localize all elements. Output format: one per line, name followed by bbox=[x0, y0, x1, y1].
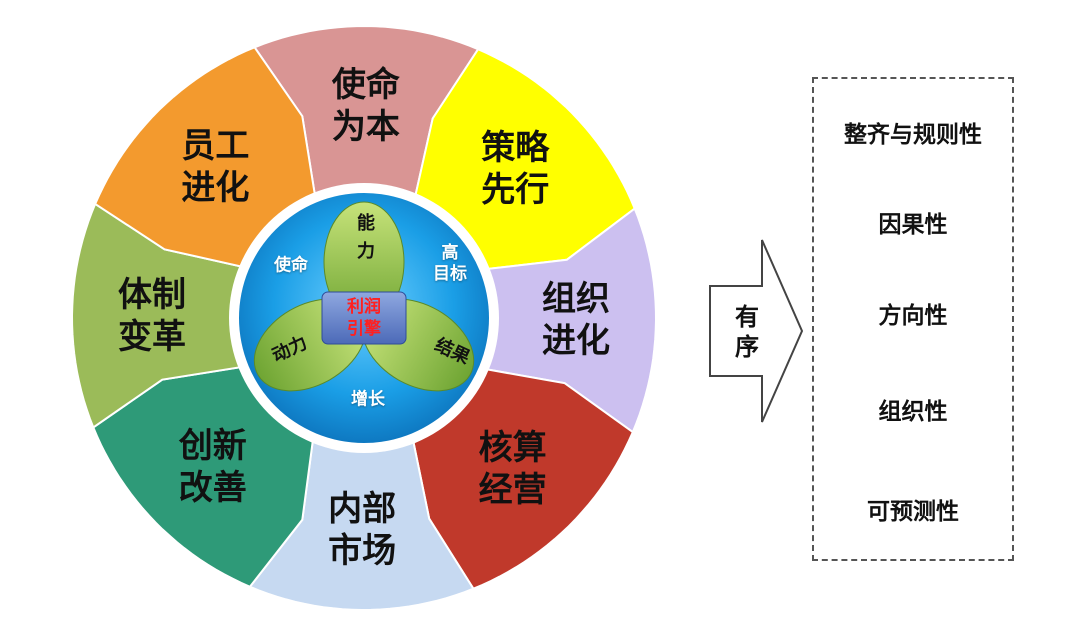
property-item: 方向性 bbox=[878, 303, 948, 329]
segment-label: 策略先行 bbox=[481, 128, 550, 211]
segment-label: 体制变革 bbox=[118, 275, 186, 358]
segment-label: 创新改善 bbox=[178, 425, 247, 508]
profit-engine-label: 利润引擎 bbox=[347, 297, 381, 339]
arrow-label: 有序 bbox=[735, 303, 759, 361]
arrow-shape bbox=[709, 239, 804, 423]
property-item: 可预测性 bbox=[867, 499, 959, 525]
petal-top-label: 能力 bbox=[357, 213, 375, 262]
high-goal-label: 高目标 bbox=[433, 243, 467, 284]
segment-label: 组织进化 bbox=[541, 278, 610, 361]
center-box bbox=[321, 291, 407, 345]
property-item: 组织性 bbox=[878, 399, 948, 425]
properties-box: 整齐与规则性因果性方向性组织性可预测性 bbox=[812, 77, 1014, 561]
property-item: 因果性 bbox=[878, 212, 948, 238]
segment-label: 使命为本 bbox=[331, 65, 400, 147]
property-item: 整齐与规则性 bbox=[844, 122, 982, 148]
growth-label: 增长 bbox=[351, 389, 385, 410]
wheel-diagram bbox=[70, 24, 658, 612]
segment-label: 员工进化 bbox=[181, 125, 250, 208]
segment-label: 核算经营 bbox=[478, 428, 547, 511]
segment-label: 内部市场 bbox=[328, 488, 397, 571]
mission-label: 使命 bbox=[274, 255, 308, 276]
